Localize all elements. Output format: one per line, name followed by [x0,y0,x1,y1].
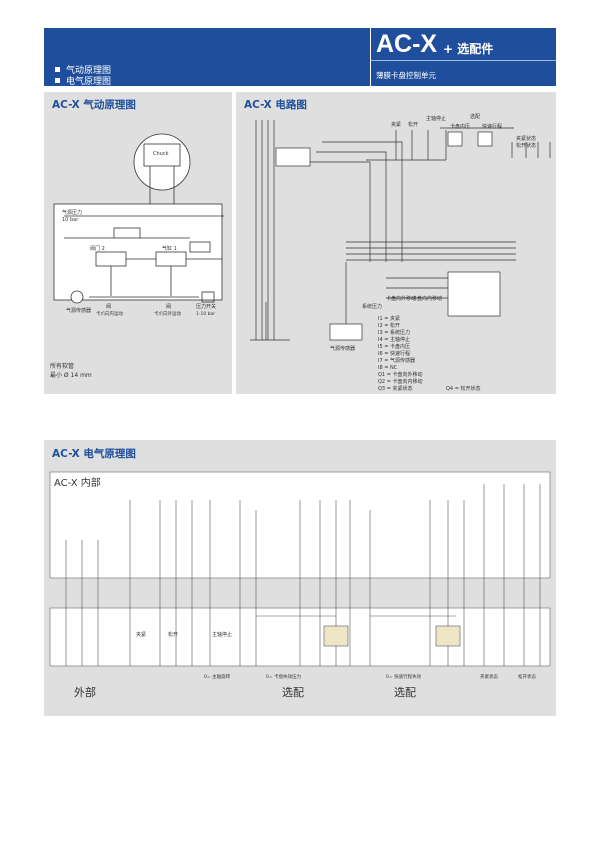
legend-item: I4 = 主轴停止 [378,336,410,343]
circuit-top-label-0: 夹紧 [391,121,401,128]
circuit-option-label: 选配 [470,113,480,120]
pressure-switch-range: 1-10 bar [196,311,215,317]
valve-in-label: 阀 [106,303,111,310]
legend-item: Q2 = 卡盘向内移动 [378,378,423,385]
valve-in-desc: 卡爪向内运动 [96,310,123,317]
clamp-label: 夹紧 [136,631,146,638]
circuit-mid-label-1: 卡盘向内移动 [412,295,442,302]
option-left-label: 选配 [282,686,304,699]
electrical-diagram: AC-X 内部 外部 选配 选配 夹紧 松开 主轴停止 0= 主轴旋转 0= 卡… [49,471,551,699]
pneumatic-diagram: Chuck 气源压力 10 bar 阀门 2 气缸 1 气源传感器 阀 卡爪向内… [50,133,224,379]
legend-item: I2 = 松开 [378,322,400,329]
circuit-title: AC-X 电路图 [244,99,307,111]
product-title: AC-X [376,30,438,58]
valve-b-label: 气缸 1 [162,245,177,252]
valve-out-desc: 卡爪向外运动 [154,310,181,317]
product-suffix: + 选配件 [443,42,494,56]
rapid-fail-label: 0= 快速行程失效 [386,673,422,680]
clamped-label: 夹紧状态 [480,673,498,680]
bullet-icon [55,78,60,83]
system-pressure-label: 系统压力 [362,303,382,310]
legend-item: I7 = 气源传感器 [378,357,415,364]
legend-item: Q3 = 夹紧状态 [378,385,413,392]
legend-item: I5 = 卡盘内压 [378,343,410,350]
legend-item: I6 = 快速行程 [378,350,410,357]
circuit-right-label-0: 夹紧状态 [516,135,536,142]
released-label: 松开状态 [518,673,536,680]
stop-signal-label: 0= 主轴旋转 [204,673,231,680]
pressure-sensor-label: 气源传感器 [330,345,355,352]
legend-item: I8 = NC [378,365,398,371]
bullet-icon [55,67,60,72]
supply-pressure-value: 10 bar [62,217,79,223]
inner-label: AC-X 内部 [54,476,101,489]
legend-item: Q1 = 卡盘向外移动 [378,371,423,378]
tube-note: 所有软管 [50,362,74,370]
product-subtitle: 薄膜卡盘控制单元 [376,71,436,80]
legend-item: I1 = 夹紧 [378,315,400,322]
circuit-right-label-1: 松开状态 [516,142,536,149]
circuit-top-label-2: 主轴停止 [426,115,446,122]
valve-a-label: 阀门 2 [90,245,105,252]
valve-out-label: 阀 [166,303,171,310]
circuit-mid-label-0: 卡盘向外移动 [386,295,416,302]
toc-item-electrical[interactable]: 电气原理图 [55,74,111,87]
circuit-option-item-1: 快速行程 [482,123,502,130]
supply-pressure-label: 气源压力 [62,209,82,216]
circuit-option-item-0: 卡盘内压 [450,123,470,130]
release-label: 松开 [168,631,178,638]
outer-label: 外部 [74,685,96,699]
legend-item: Q4 = 松开状态 [446,385,481,392]
header-subline [370,60,556,61]
option-right-label: 选配 [394,686,416,699]
stop-label: 主轴停止 [212,631,232,638]
header-divider [370,28,371,86]
electrical-title: AC-X 电气原理图 [52,448,136,460]
circuit-diagram: 夹紧 松开 主轴停止 选配 卡盘内压 快速行程 夹紧状态 松开状态 卡盘向外移动… [250,113,551,392]
chuck-label: Chuck [153,151,169,157]
tube-size: 最小 Ø 14 mm [50,371,92,379]
toc-item-pneumatic[interactable]: 气动原理图 [55,63,111,76]
sensor-label: 气源传感器 [66,307,91,314]
pneumatic-title: AC-X 气动原理图 [52,99,136,111]
header-bar [44,28,556,86]
pressure-switch-label: 压力开关 [196,303,216,310]
pressure-fail-label: 0= 卡盘失效压力 [266,673,302,680]
legend-item: I3 = 系统压力 [378,329,410,336]
circuit-top-label-1: 松开 [408,121,418,128]
